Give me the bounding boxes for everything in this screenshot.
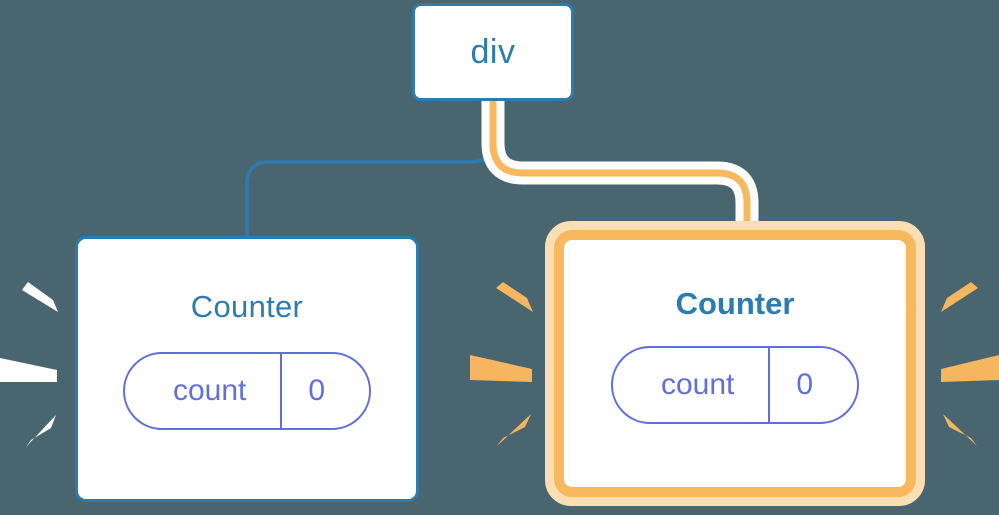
node-div-label: div xyxy=(470,33,516,71)
card-counter-left[interactable]: Counter count 0 xyxy=(75,236,419,502)
state-key-right: count xyxy=(660,368,735,401)
state-pill-right: count 0 xyxy=(610,346,860,424)
burst-ray-white-top xyxy=(22,282,58,312)
burst-right-card-left xyxy=(470,282,533,446)
burst-ray-orange-right-bot xyxy=(943,414,977,446)
burst-ray-white-bot xyxy=(26,415,56,447)
burst-ray-orange-left-mid xyxy=(470,355,532,382)
card-title-right: Counter xyxy=(675,286,795,321)
burst-ray-white-mid xyxy=(0,358,57,382)
card-title-left: Counter xyxy=(190,289,304,324)
edge-div-to-right-counter xyxy=(489,101,751,232)
burst-right-card-right xyxy=(941,282,999,446)
burst-ray-orange-right-mid xyxy=(941,355,999,382)
burst-left-card xyxy=(0,282,58,447)
node-div[interactable]: div xyxy=(412,3,574,101)
burst-ray-orange-left-bot xyxy=(497,414,531,446)
edge-div-to-right-counter-halo xyxy=(481,101,759,232)
burst-ray-orange-left-top xyxy=(496,282,533,312)
burst-ray-orange-right-top xyxy=(941,282,978,312)
state-pill-divider-right xyxy=(768,348,771,422)
card-counter-right[interactable]: Counter count 0 xyxy=(554,230,916,497)
card-counter-right-glow: Counter count 0 xyxy=(545,221,925,506)
state-key-left: count xyxy=(172,374,247,407)
state-value-left: 0 xyxy=(308,374,326,407)
state-pill-divider-left xyxy=(280,354,283,428)
state-pill-left: count 0 xyxy=(122,352,372,430)
edge-div-to-left-counter xyxy=(245,99,495,240)
state-value-right: 0 xyxy=(796,368,814,401)
